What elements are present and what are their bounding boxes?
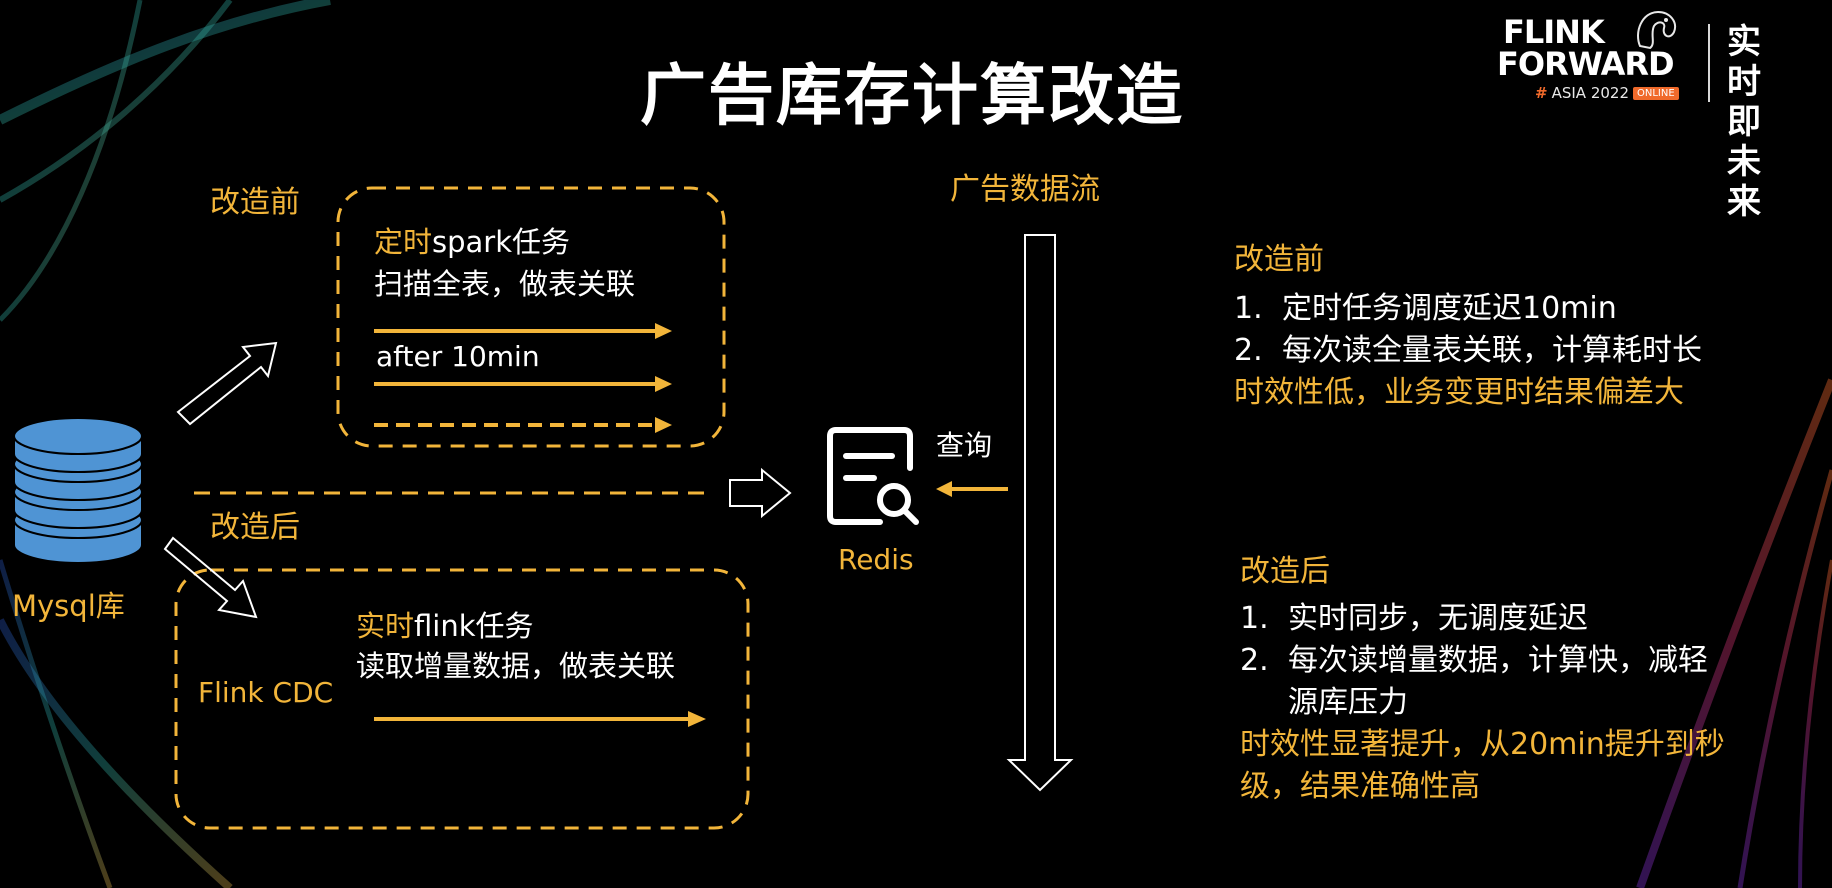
list-number: 2. xyxy=(1240,643,1269,678)
spark-flow-arrows xyxy=(374,323,672,433)
database-icon xyxy=(13,417,143,564)
ad-data-flow-label: 广告数据流 xyxy=(950,172,1100,207)
logo-event: ASIA 2022 xyxy=(1551,84,1629,102)
flink-task-prefix: 实时 xyxy=(356,609,415,643)
logo-divider xyxy=(1708,24,1710,102)
mysql-db-label: Mysql库 xyxy=(12,589,125,623)
spark-task-prefix: 定时 xyxy=(374,225,433,259)
list-item: 2. 每次读增量数据，计算快，减轻 xyxy=(1240,640,1725,682)
hollow-arrow-up-right xyxy=(176,341,278,426)
before-label: 改造前 xyxy=(210,185,300,220)
list-text: 实时同步，无调度延迟 xyxy=(1288,601,1588,636)
notes-after-summary-line2: 级，结果准确性高 xyxy=(1240,769,1480,804)
logo-slogan: 实时即未来 xyxy=(1727,22,1761,222)
delay-label: after 10min xyxy=(376,340,540,373)
query-arrow xyxy=(936,481,1008,497)
flink-cdc-label: Flink CDC xyxy=(198,676,334,709)
flink-task-desc: 读取增量数据，做表关联 xyxy=(356,649,676,683)
list-item: 1. 实时同步，无调度延迟 xyxy=(1240,598,1725,640)
spark-task-title: 定时spark任务 xyxy=(374,224,570,260)
document-search-icon xyxy=(827,427,919,525)
logo-forward-text: FORWARD xyxy=(1497,45,1675,83)
list-item: 2. 每次读全量表关联，计算耗时长 xyxy=(1234,330,1702,372)
squirrel-logo-icon xyxy=(1637,10,1676,50)
logo-online-badge: ONLINE xyxy=(1633,87,1679,100)
slide-title: 广告库存计算改造 xyxy=(640,57,1184,134)
list-text: 每次读全量表关联，计算耗时长 xyxy=(1282,333,1702,368)
notes-before-heading: 改造前 xyxy=(1234,242,1324,277)
spark-task-suffix: spark任务 xyxy=(432,225,571,259)
notes-before-summary: 时效性低，业务变更时结果偏差大 xyxy=(1234,375,1684,410)
flink-flow-arrow xyxy=(374,711,706,727)
list-item-continuation: 源库压力 xyxy=(1240,682,1725,724)
hollow-arrow-to-redis xyxy=(729,467,792,519)
hollow-arrow-down-right xyxy=(163,536,258,619)
list-number: 1. xyxy=(1240,601,1269,636)
notes-after-summary-line1: 时效性显著提升，从20min提升到秒 xyxy=(1240,727,1725,762)
list-number: 1. xyxy=(1234,291,1263,326)
query-label: 查询 xyxy=(936,429,993,462)
logo-flink-text: FLINK xyxy=(1503,13,1605,51)
logo-event-line: #ASIA 2022 ONLINE xyxy=(1535,84,1679,102)
redis-label: Redis xyxy=(838,543,914,576)
spark-task-desc: 扫描全表，做表关联 xyxy=(374,267,636,301)
before-dashed-box xyxy=(336,186,726,448)
list-number: 2. xyxy=(1234,333,1263,368)
logo-hash: # xyxy=(1535,84,1548,102)
after-label: 改造后 xyxy=(210,510,300,545)
ad-data-flow-arrow xyxy=(1006,234,1074,792)
list-text: 定时任务调度延迟10min xyxy=(1282,291,1617,326)
list-item: 1. 定时任务调度延迟10min xyxy=(1234,288,1702,330)
notes-after-list: 1. 实时同步，无调度延迟 2. 每次读增量数据，计算快，减轻 源库压力 时效性显著… xyxy=(1240,598,1725,808)
flink-task-suffix: flink任务 xyxy=(414,609,534,643)
notes-before-list: 1. 定时任务调度延迟10min 2. 每次读全量表关联，计算耗时长 时效性低，业务… xyxy=(1234,288,1702,414)
flink-task-title: 实时flink任务 xyxy=(356,608,534,644)
notes-after-heading: 改造后 xyxy=(1240,554,1330,589)
list-text: 每次读增量数据，计算快，减轻 xyxy=(1288,643,1708,678)
list-text: 源库压力 xyxy=(1288,685,1408,720)
after-dashed-box xyxy=(174,568,750,830)
